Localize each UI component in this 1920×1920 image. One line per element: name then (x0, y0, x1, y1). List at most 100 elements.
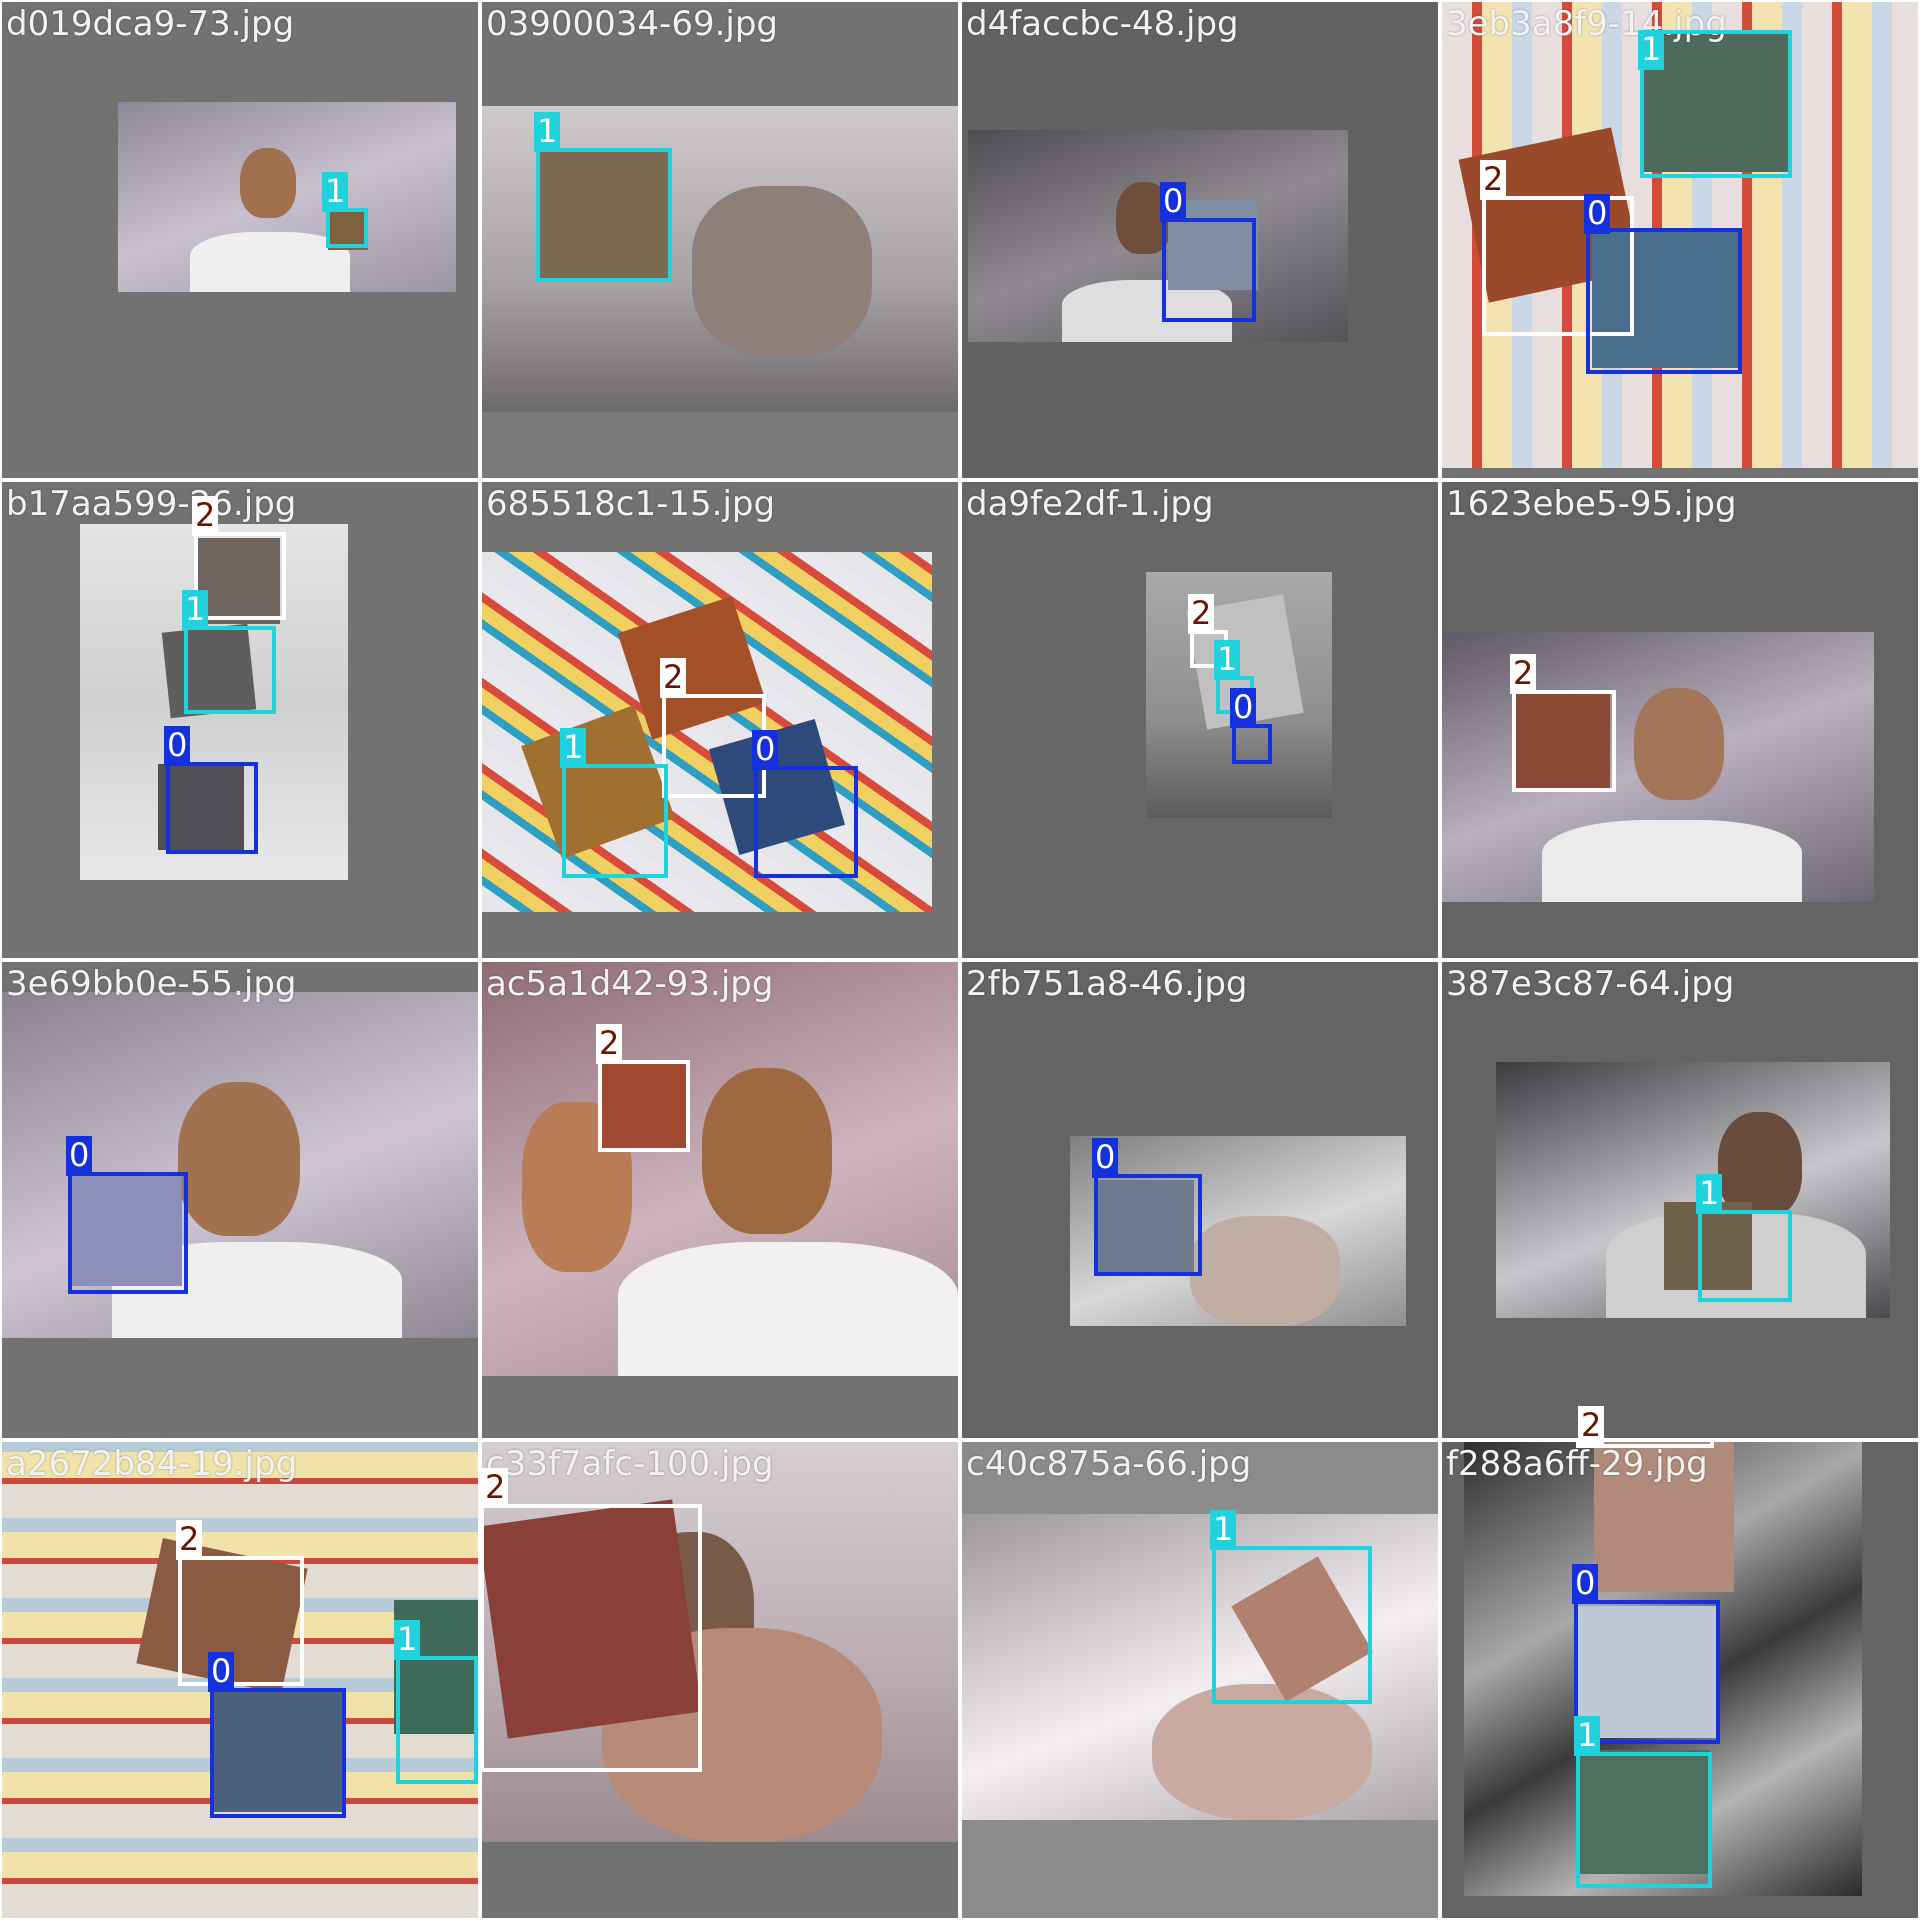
bounding-box (662, 694, 766, 798)
bounding-box-label: 2 (596, 1024, 623, 1064)
person-shirt (618, 1242, 958, 1376)
card-image (538, 150, 670, 280)
person-head (702, 1068, 832, 1234)
bounding-box (68, 1172, 188, 1294)
card-image (602, 1064, 686, 1148)
tile: 3eb3a8f9-14.jpg 1 2 0 (1442, 2, 1918, 478)
bounding-box (184, 626, 276, 714)
bounding-box (536, 148, 672, 282)
bounding-box-label: 0 (1092, 1138, 1119, 1178)
person-head (178, 1082, 300, 1236)
bounding-box (1162, 218, 1256, 322)
bounding-box (598, 1060, 690, 1152)
tile: d4faccbc-48.jpg 0 (962, 2, 1438, 478)
bounding-box (1698, 1210, 1792, 1302)
tile: d019dca9-73.jpg 1 (2, 2, 478, 478)
card-image (1664, 1202, 1752, 1290)
bounding-box-label: 0 (1230, 688, 1257, 728)
bounding-box-label: 2 (1188, 594, 1215, 634)
photo (962, 1514, 1438, 1820)
tile-filename: da9fe2df-1.jpg (966, 484, 1214, 524)
tile-filename: a2672b84-19.jpg (6, 1444, 298, 1484)
bounding-box-label: 2 (1578, 1406, 1605, 1446)
bounding-box-label: 0 (164, 726, 191, 766)
photo (482, 1442, 958, 1842)
tile: c33f7afc-100.jpg 2 (482, 1442, 958, 1918)
tile-filename: 685518c1-15.jpg (486, 484, 776, 524)
person-head (240, 148, 296, 218)
tile: 03900034-69.jpg 1 (482, 2, 958, 478)
tile: 2fb751a8-46.jpg 0 (962, 962, 1438, 1438)
photo (1442, 632, 1874, 902)
bounding-box-label: 2 (176, 1520, 203, 1560)
card-image (1514, 692, 1610, 788)
bounding-box (1576, 1752, 1712, 1888)
bounding-box-label: 0 (752, 730, 779, 770)
bounding-box-label: 2 (1480, 160, 1507, 200)
hand-image (692, 186, 872, 356)
photo (482, 106, 958, 412)
bounding-box (194, 532, 286, 620)
photo (118, 102, 456, 292)
tile: f288a6ff-29.jpg 0 1 (1442, 1442, 1918, 1918)
bounding-box-label: 0 (1572, 1564, 1599, 1604)
bounding-box (326, 208, 368, 248)
bounding-box (1512, 690, 1616, 792)
tile-filename: d019dca9-73.jpg (6, 4, 295, 44)
bounding-box-label: 1 (182, 590, 209, 630)
person-head (1718, 1112, 1802, 1218)
tile: da9fe2df-1.jpg 2 1 0 (962, 482, 1438, 958)
tile: 3e69bb0e-55.jpg 0 (2, 962, 478, 1438)
bounding-box (1232, 724, 1272, 764)
card-image (1578, 1750, 1710, 1874)
person-shirt (190, 232, 350, 292)
tile-filename: ac5a1d42-93.jpg (486, 964, 774, 1004)
person-head (1634, 688, 1724, 800)
bounding-box (1482, 196, 1634, 336)
bounding-box (1094, 1174, 1202, 1276)
tile: b17aa599-26.jpg 2 1 0 (2, 482, 478, 958)
bounding-box (754, 766, 858, 878)
bounding-box-label: 2 (1510, 654, 1537, 694)
bounding-box (1574, 1600, 1720, 1744)
bounding-box-label: 1 (1214, 640, 1241, 680)
tile: c40c875a-66.jpg 1 (962, 1442, 1438, 1918)
card-image (328, 212, 368, 250)
card-image (198, 538, 280, 624)
tile: a2672b84-19.jpg 2 0 1 (2, 1442, 478, 1918)
card-image (1594, 1442, 1734, 1592)
tile: 685518c1-15.jpg 2 1 0 (482, 482, 958, 958)
bounding-box-label: 1 (1574, 1716, 1601, 1756)
bounding-box-label: 1 (534, 112, 561, 152)
tile-filename: 387e3c87-64.jpg (1446, 964, 1735, 1004)
hand-image (1152, 1684, 1372, 1820)
bounding-box-label: 2 (660, 658, 687, 698)
tile-filename: 03900034-69.jpg (486, 4, 779, 44)
card-image (1642, 32, 1790, 172)
tile-filename: b17aa599-26.jpg (6, 484, 297, 524)
bounding-box-label: 1 (1210, 1510, 1237, 1550)
tile-filename: 1623ebe5-95.jpg (1446, 484, 1737, 524)
photo (968, 130, 1348, 342)
tile: ac5a1d42-93.jpg 2 (482, 962, 958, 1438)
photo (80, 524, 348, 880)
bounding-box-label: 2 (482, 1468, 509, 1508)
bounding-box-label: 1 (322, 172, 349, 212)
tile-filename: c33f7afc-100.jpg (486, 1444, 774, 1484)
bounding-box-label: 0 (208, 1652, 235, 1692)
tile-filename: d4faccbc-48.jpg (966, 4, 1239, 44)
photo (1496, 1062, 1890, 1318)
bounding-box-label: 1 (1638, 30, 1665, 70)
bounding-box (482, 1504, 702, 1772)
photo (1442, 2, 1918, 468)
card-image (70, 1174, 182, 1286)
bounding-box-label: 0 (66, 1136, 93, 1176)
card-image (1592, 232, 1742, 368)
tile-filename: c40c875a-66.jpg (966, 1444, 1252, 1484)
photo (1464, 1442, 1862, 1896)
tile-filename: 3eb3a8f9-14.jpg (1446, 4, 1727, 44)
tile: 387e3c87-64.jpg 1 (1442, 962, 1918, 1438)
tile: 1623ebe5-95.jpg 2 (1442, 482, 1918, 958)
tile-filename: f288a6ff-29.jpg (1446, 1444, 1708, 1484)
